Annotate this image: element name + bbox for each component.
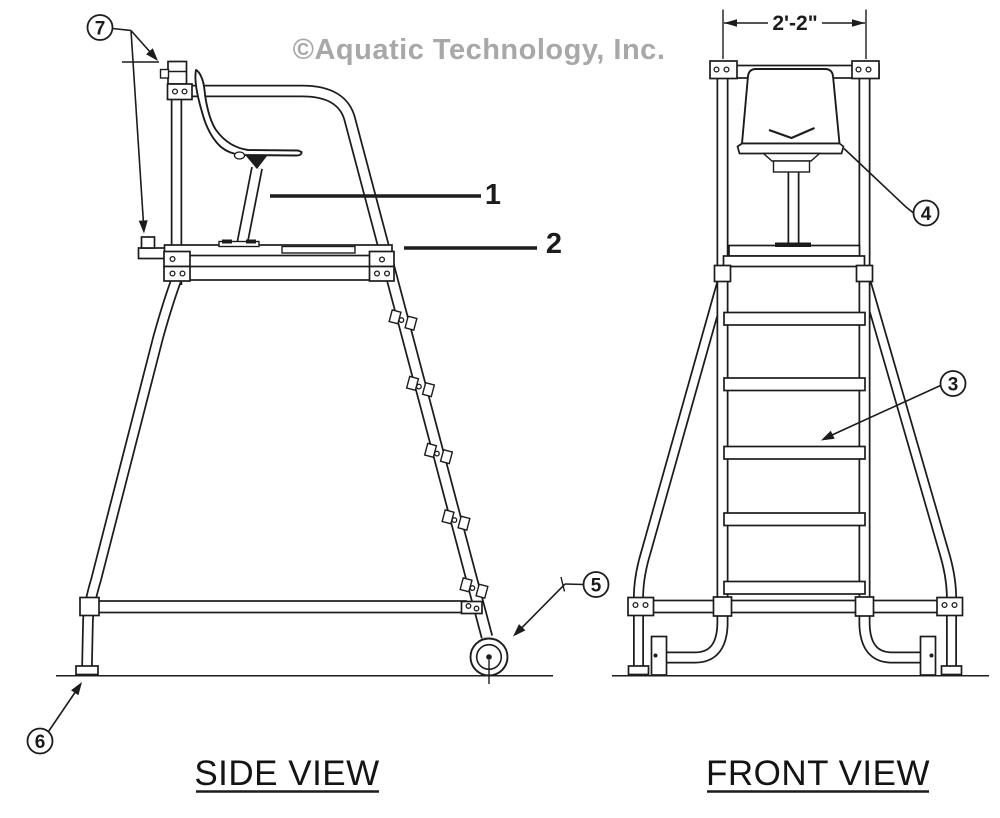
anchor-plate-left [650,635,668,676]
svg-text:6: 6 [35,732,46,753]
seat-crease [768,126,815,140]
front-view-title: FRONT VIEW [706,754,930,793]
front-seat-pedestal [775,172,811,247]
rung-bracket [459,577,489,599]
rung-bracket [441,509,471,531]
ladder-rung [723,512,866,527]
svg-text:1: 1 [485,179,501,211]
svg-text:2: 2 [546,228,562,260]
svg-text:FRONT VIEW: FRONT VIEW [706,754,930,793]
svg-text:3: 3 [948,375,959,396]
platform-left-extension [137,247,167,260]
svg-text:2'-2": 2'-2" [772,12,817,35]
callout-4: 4 [843,147,940,227]
ladder-rungs [723,311,866,595]
svg-text:SIDE VIEW: SIDE VIEW [194,754,379,793]
front-view: 2'-2" 4 3 FRONT VIEW [612,9,989,793]
top-rail-plate [166,83,193,101]
wheel [469,637,509,684]
seat-profile [194,69,303,169]
rung-bracket [423,442,454,465]
crossbar-sleeve-left [712,596,733,617]
rear-rail-tube [178,91,487,637]
callout-5: 5 [513,571,610,637]
seat-mount-block [772,160,811,173]
callout-7: 7 [86,14,159,234]
front-lower-crossbar [627,596,964,617]
ladder-rung [723,311,866,326]
side-view: 1 2 7 5 [26,14,610,793]
leg-collar-right [855,264,874,283]
rung-bracket [405,375,436,398]
bucket-seat [736,68,845,173]
deck-board [281,245,356,254]
rung-bracket [388,309,418,331]
width-dimension: 2'-2" [722,9,867,59]
swivel-clamp [246,156,267,169]
callout-1: 1 [270,179,501,211]
watermark-text: ©Aquatic Technology, Inc. [293,34,666,66]
leg-foot-left [627,665,650,676]
seat-mount-plate [761,152,822,162]
seat-pedestal [218,168,259,247]
lower-crossbar [79,596,483,617]
svg-text:7: 7 [95,19,106,40]
anchor-plate-right [919,635,937,676]
seat-rim [736,142,845,155]
rung-brackets [388,309,489,599]
ladder-rung [723,445,866,460]
front-leg-foot [75,665,99,676]
svg-text:4: 4 [921,204,932,225]
platform [137,244,395,282]
umbrella-bracket-upper [159,60,188,85]
leg-collar-left [713,264,732,283]
umbrella-bracket-lower [140,236,156,249]
svg-text:5: 5 [591,576,602,597]
leg-foot-right [940,665,963,676]
callout-3: 3 [821,370,967,441]
front-platform [713,244,874,283]
ladder-rung [723,377,866,392]
crossbar-sleeve-right [854,596,875,617]
ladder-rung [723,580,866,595]
side-view-title: SIDE VIEW [194,754,379,793]
callout-6: 6 [26,682,82,755]
callout-2: 2 [404,228,562,260]
